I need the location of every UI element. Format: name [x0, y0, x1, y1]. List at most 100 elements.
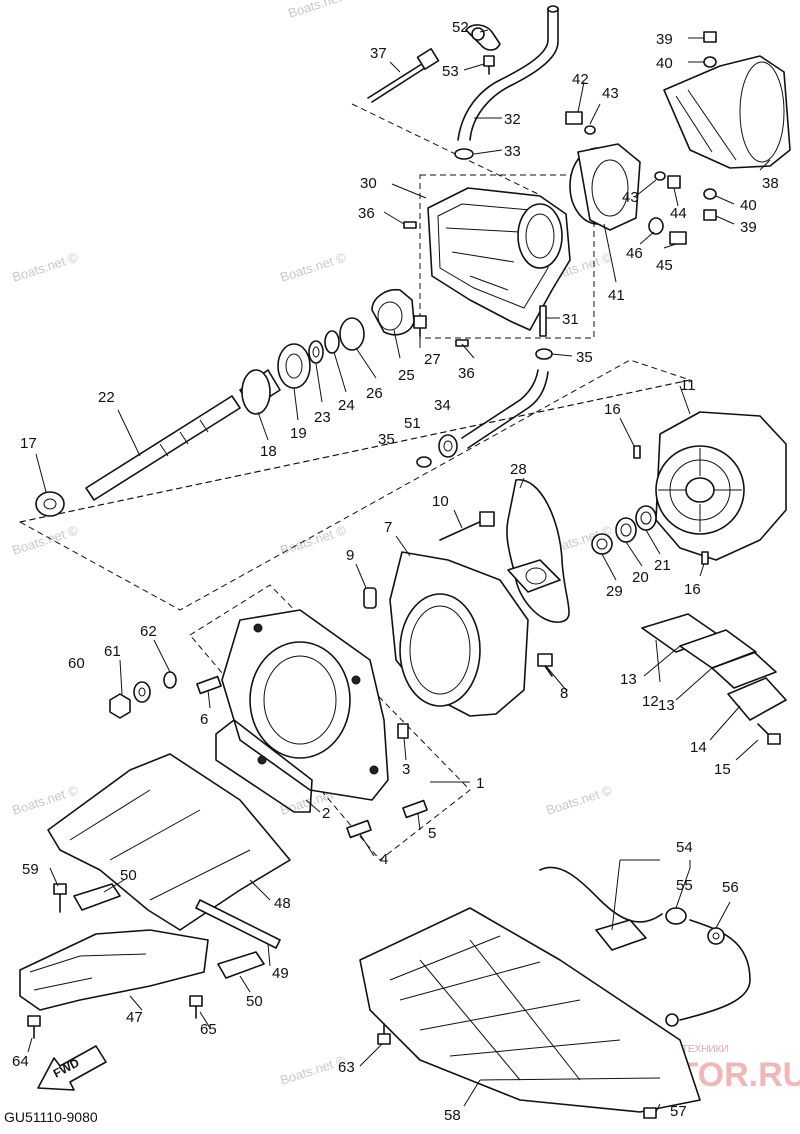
callout-1: 1 — [476, 775, 484, 792]
watermark-text: Boats.net © — [10, 522, 80, 557]
callout-36a: 36 — [358, 205, 375, 222]
callout-4: 4 — [380, 851, 388, 868]
callout-53: 53 — [442, 63, 459, 80]
pin-31 — [539, 305, 547, 337]
screw-39a — [703, 31, 717, 43]
collar-40b — [703, 188, 717, 200]
ring-29 — [591, 533, 613, 555]
callout-10: 10 — [432, 493, 449, 510]
nut-60 — [109, 693, 131, 719]
pin-16b — [701, 551, 709, 565]
reverse-gate-38 — [663, 55, 791, 169]
circlip-24 — [324, 330, 340, 354]
callout-32: 32 — [504, 111, 521, 128]
callout-8: 8 — [560, 685, 568, 702]
intake-plate-1 — [221, 609, 389, 801]
callout-3: 3 — [402, 761, 410, 778]
callout-50b: 50 — [246, 993, 263, 1010]
clamp-35b — [416, 456, 432, 468]
watermark-text: Boats.net © — [278, 249, 348, 284]
ring-21 — [635, 505, 657, 531]
callout-42: 42 — [572, 71, 589, 88]
callout-33: 33 — [504, 143, 521, 160]
callout-44: 44 — [670, 205, 687, 222]
pump-housing-11 — [655, 411, 787, 561]
nozzle-41 — [569, 143, 641, 231]
callout-56: 56 — [722, 879, 739, 896]
callout-15: 15 — [714, 761, 731, 778]
callout-48: 48 — [274, 895, 291, 912]
callout-39a: 39 — [656, 31, 673, 48]
callout-58: 58 — [444, 1107, 461, 1124]
watermark-text: Boats.net © — [10, 782, 80, 817]
bolt-42 — [565, 111, 583, 125]
shaft-22 — [85, 395, 241, 501]
elbow-25 — [371, 288, 415, 336]
callout-25: 25 — [398, 367, 415, 384]
strip-49 — [195, 899, 281, 949]
fwd-arrow: FWD — [37, 1045, 107, 1091]
screw-53 — [483, 55, 495, 75]
plate-12 — [679, 629, 757, 669]
ring-20 — [615, 517, 637, 543]
impeller-28 — [506, 479, 570, 623]
clamp-35a — [535, 348, 553, 360]
grommet-55 — [665, 907, 687, 925]
callout-13a: 13 — [620, 671, 637, 688]
watermark-text: Boats.net © — [10, 249, 80, 284]
callout-61: 61 — [104, 643, 121, 660]
pin-6 — [196, 675, 222, 695]
bolt-10 — [439, 511, 495, 541]
callout-14: 14 — [690, 739, 707, 756]
callout-57: 57 — [670, 1103, 687, 1120]
callout-5: 5 — [428, 825, 436, 842]
callout-40a: 40 — [656, 55, 673, 72]
callout-11: 11 — [680, 377, 696, 394]
callout-37: 37 — [370, 45, 387, 62]
screw-27 — [413, 315, 427, 337]
watermark-text: Boats.net © — [544, 782, 614, 817]
pin-5 — [402, 799, 428, 819]
screw-39b — [703, 209, 717, 221]
diagram-code: GU51110-9080 — [4, 1109, 98, 1125]
callout-52: 52 — [452, 19, 469, 36]
clamp-52 — [465, 24, 501, 51]
pin-36a — [403, 221, 417, 229]
callout-24: 24 — [338, 397, 355, 414]
screw-65 — [189, 995, 203, 1019]
gasket-2 — [215, 719, 313, 813]
callout-9: 9 — [346, 547, 354, 564]
callout-35b: 35 — [378, 431, 395, 448]
callout-36b: 36 — [458, 365, 475, 382]
pad-50a — [73, 883, 121, 911]
callout-21: 21 — [654, 557, 671, 574]
callout-2: 2 — [322, 805, 330, 822]
callout-41: 41 — [608, 287, 625, 304]
callout-49: 49 — [272, 965, 289, 982]
pin-16a — [633, 445, 641, 459]
pin-36b — [455, 339, 469, 347]
bracket-47 — [19, 929, 209, 1011]
callout-numbers: 37 52 53 32 33 30 36 31 36 35 27 25 26 2… — [12, 19, 779, 1124]
callout-59: 59 — [22, 861, 39, 878]
watermark-text: Boats.net © — [278, 522, 348, 557]
callout-12: 12 — [642, 693, 659, 710]
intake-grate-58 — [359, 907, 701, 1113]
screw-64 — [27, 1015, 41, 1039]
pin-3 — [397, 723, 409, 739]
nut-44 — [667, 175, 681, 189]
callout-60: 60 — [68, 655, 85, 672]
callout-40b: 40 — [740, 197, 757, 214]
callout-6: 6 — [200, 711, 208, 728]
collar-46 — [648, 217, 664, 235]
bolt-8 — [537, 653, 553, 677]
washer-61 — [133, 681, 151, 703]
callout-7: 7 — [384, 519, 392, 536]
duct-7 — [389, 551, 529, 717]
callout-17: 17 — [20, 435, 37, 452]
callout-45: 45 — [656, 257, 673, 274]
screw-57 — [643, 1107, 657, 1119]
callout-13b: 13 — [658, 697, 675, 714]
cover-14 — [727, 677, 787, 721]
